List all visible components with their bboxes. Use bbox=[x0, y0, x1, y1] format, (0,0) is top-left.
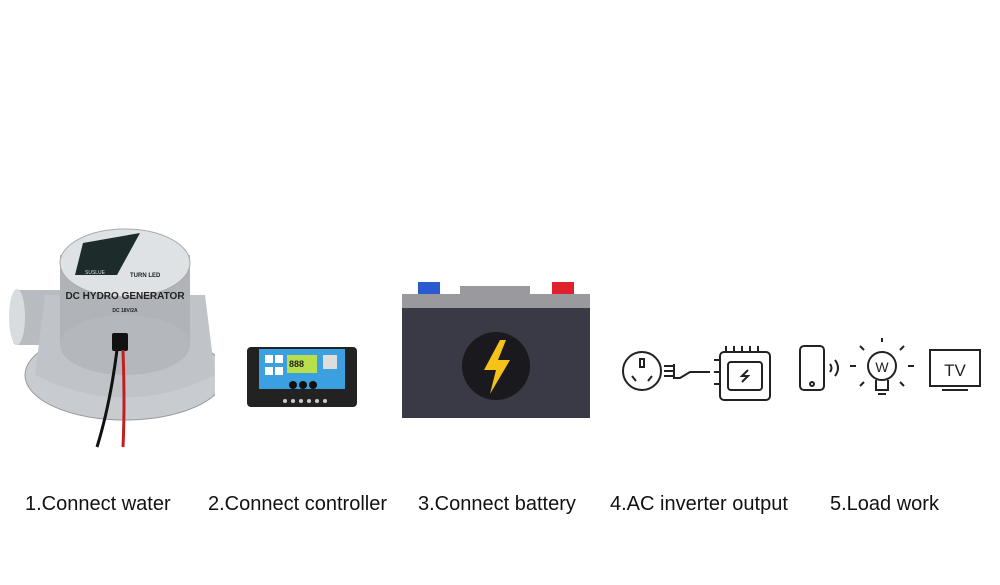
logo-text: SUSLUE bbox=[85, 270, 106, 276]
bulb-letter: W bbox=[875, 359, 889, 375]
step-connect-controller: 2.Connect controller bbox=[208, 493, 387, 515]
light-bulb-icon: W bbox=[850, 338, 914, 395]
step-ac-inverter-output: 4.AC inverter output bbox=[610, 493, 788, 515]
load-icons: W TV bbox=[622, 338, 981, 401]
lightning-bolt-icon bbox=[484, 340, 510, 394]
turn-led-text: TURN LED bbox=[130, 273, 161, 279]
phone-icon bbox=[799, 345, 839, 391]
plug-icon bbox=[664, 364, 710, 379]
inverter-icon bbox=[714, 346, 771, 401]
hydro-generator-image: SUSLUE TURN LED DC HYDRO GENERATOR DC 18… bbox=[9, 228, 215, 448]
charge-controller-image: 888 bbox=[247, 347, 357, 407]
tv-label: TV bbox=[944, 361, 966, 380]
controller-display: 888 bbox=[289, 359, 304, 369]
step-load-work: 5.Load work bbox=[830, 493, 939, 515]
generator-title: DC HYDRO GENERATOR bbox=[65, 291, 185, 302]
battery-image bbox=[402, 282, 590, 418]
outlet-icon bbox=[622, 351, 662, 391]
rating-text: DC 18V/2A bbox=[112, 308, 138, 314]
step-connect-battery: 3.Connect battery bbox=[418, 493, 576, 515]
tv-icon: TV bbox=[929, 349, 981, 391]
step-connect-water: 1.Connect water bbox=[25, 493, 171, 515]
